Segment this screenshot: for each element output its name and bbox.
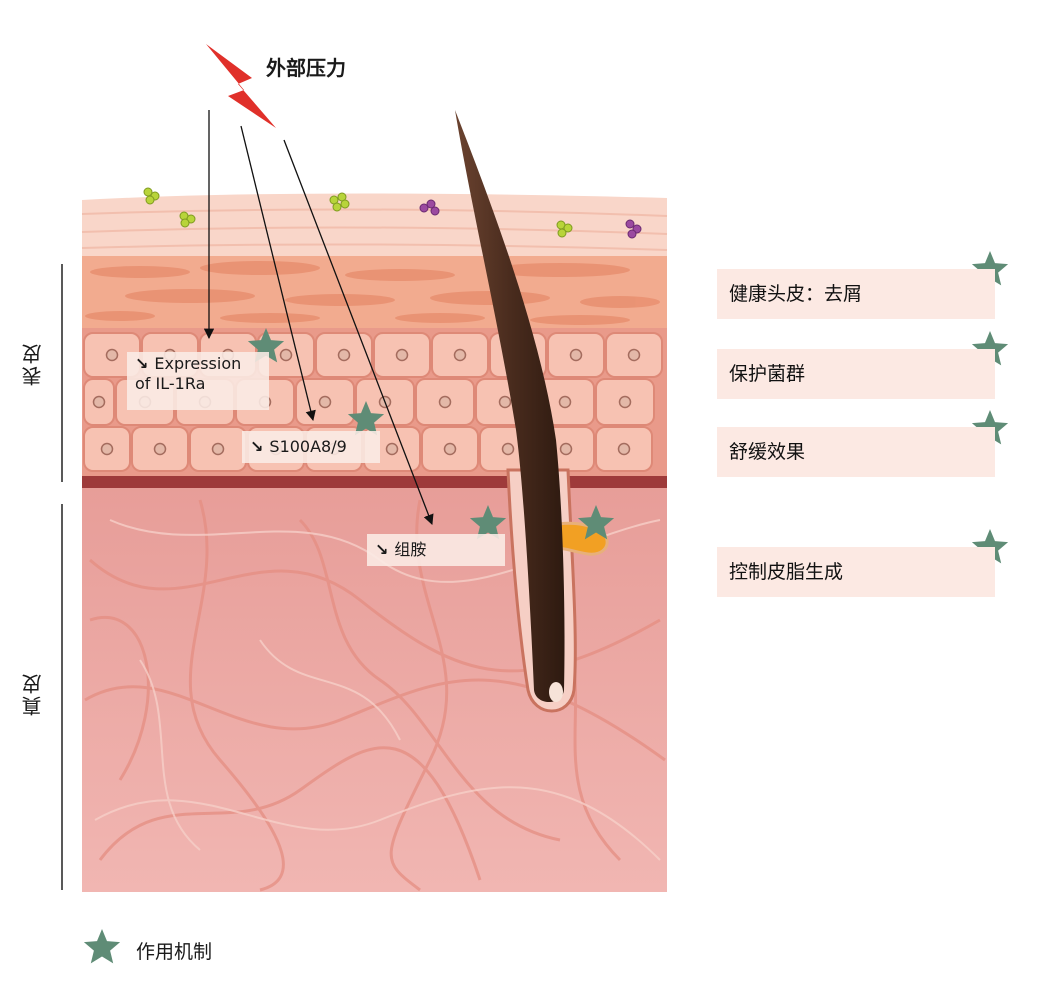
skin-surface — [82, 193, 667, 256]
cell-nucleus — [559, 442, 573, 456]
cell-nucleus — [558, 395, 572, 409]
mechanism-star-icon — [577, 505, 615, 540]
cell-nucleus — [105, 348, 119, 362]
effect-protect-flora: 保护菌群 — [717, 349, 995, 399]
legend-label: 作用机制 — [136, 941, 213, 963]
microbes-purple — [419, 199, 642, 239]
mechanism-star-icon — [347, 401, 385, 436]
dermis-label: 真皮 — [21, 672, 45, 716]
cell-nucleus — [100, 442, 114, 456]
cell-nucleus — [438, 395, 452, 409]
effect-sebum-control: 控制皮脂生成 — [717, 547, 995, 597]
cell-nucleus — [385, 442, 399, 456]
il1ra-line1: Expression — [154, 354, 242, 373]
lightning-bolt-icon — [206, 44, 276, 128]
surface-lines — [81, 208, 668, 251]
mechanism-star-icon — [469, 505, 507, 540]
cell-nucleus — [318, 395, 332, 409]
cell-nucleus — [279, 348, 293, 362]
cell-nucleus — [337, 348, 351, 362]
epidermis-label: 表皮 — [21, 342, 45, 386]
down-right-arrow-icon: ↘ — [135, 354, 149, 373]
effect-healthy-scalp: 健康头皮：去屑 — [717, 269, 995, 319]
down-right-arrow-icon: ↘ — [250, 437, 264, 456]
down-right-arrow-icon: ↘ — [375, 540, 389, 559]
cell-nucleus — [618, 395, 632, 409]
histamine-text: 组胺 — [394, 540, 427, 559]
histamine-marker: ↘ 组胺 — [367, 534, 505, 566]
cell-nucleus — [453, 348, 467, 362]
s100a8-text: S100A8/9 — [269, 437, 347, 456]
cell-nucleus — [211, 442, 225, 456]
cell-nucleus — [443, 442, 457, 456]
il1ra-marker: ↘ Expression of IL-1Ra — [127, 352, 269, 410]
mechanism-star-icon — [83, 929, 121, 964]
cell-nucleus — [498, 395, 512, 409]
hair-shaft — [455, 110, 565, 702]
cell-nucleus — [92, 395, 106, 409]
cell-nucleus — [569, 348, 583, 362]
stress-arrows — [203, 110, 434, 525]
cell-nucleus — [153, 442, 167, 456]
cell-nucleus — [617, 442, 631, 456]
microbes-yellow — [143, 187, 573, 238]
hair-bulb-papilla — [549, 682, 563, 702]
s100a8-marker: ↘ S100A8/9 — [242, 431, 380, 463]
il1ra-line2: of IL-1Ra — [135, 374, 206, 393]
external-stress-label: 外部压力 — [266, 56, 346, 80]
cell-nucleus — [501, 442, 515, 456]
effect-soothing: 舒缓效果 — [717, 427, 995, 477]
cell-nucleus — [627, 348, 641, 362]
cell-nucleus — [395, 348, 409, 362]
